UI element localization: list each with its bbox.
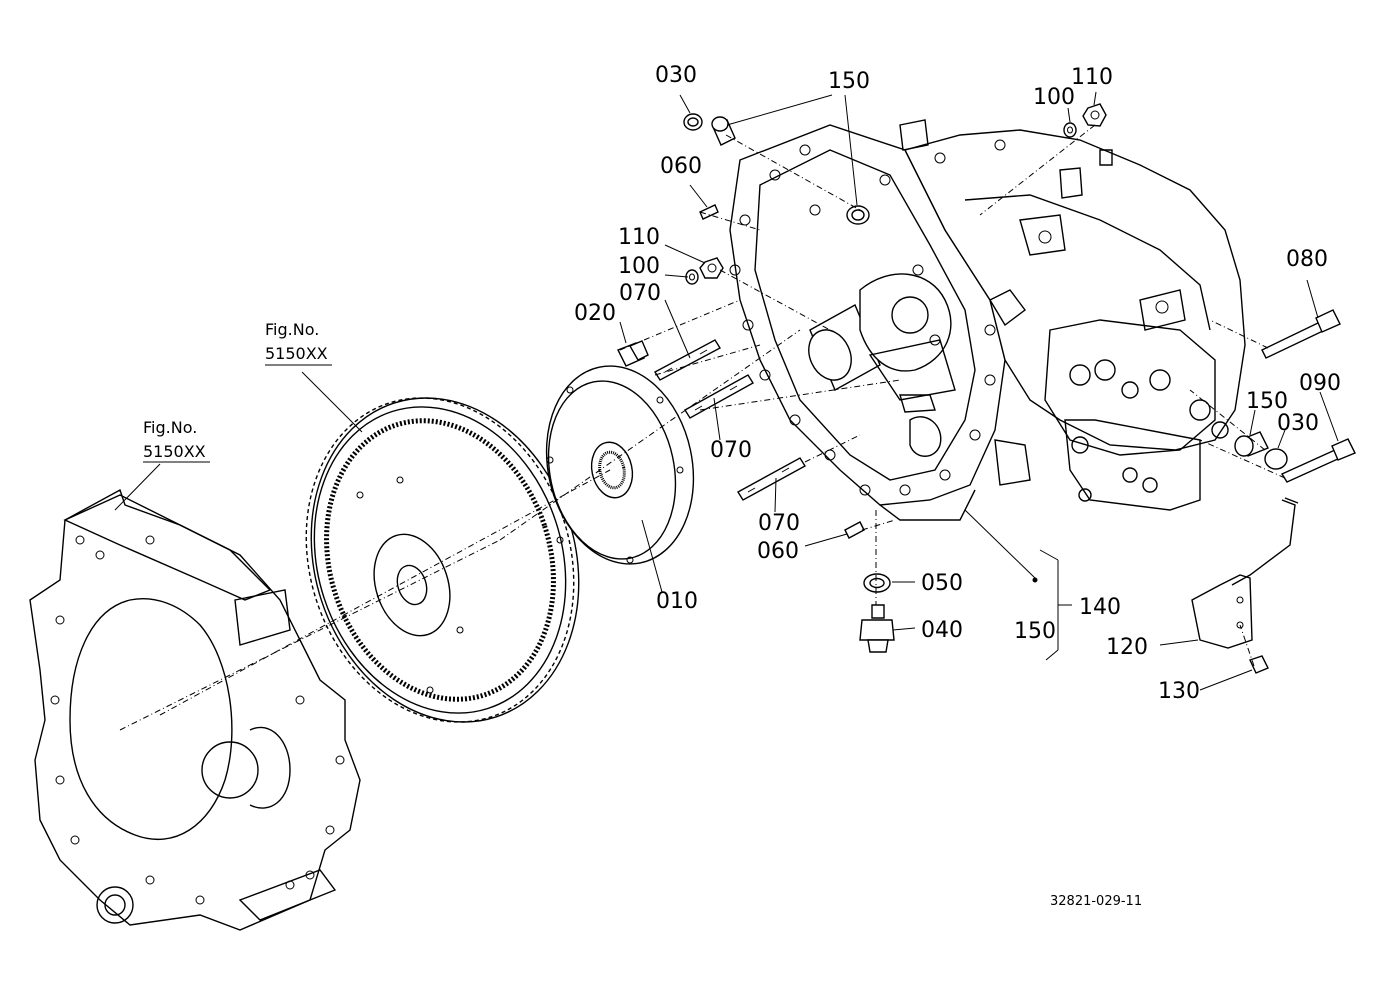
part-110-nut-upper — [1082, 103, 1107, 127]
label-130: 130 — [1158, 679, 1200, 704]
label-030-top: 030 — [655, 63, 697, 88]
transmission-case — [729, 119, 1246, 521]
clutch-disc — [545, 365, 695, 565]
part-030-plug-right — [1264, 448, 1288, 470]
leader-lines — [114, 91, 1339, 691]
part-070-stud-lower — [737, 457, 806, 501]
label-060-bottom: 060 — [757, 539, 799, 564]
drawing-number: 32821-029-11 — [1050, 894, 1142, 909]
label-070-middle: 070 — [710, 438, 752, 463]
figure-reference-flywheel: Fig.No. 5150XX — [265, 320, 332, 366]
part-110-nut-left — [699, 257, 724, 279]
label-060-top: 060 — [660, 154, 702, 179]
label-100-left: 100 — [618, 254, 660, 279]
label-050: 050 — [921, 571, 963, 596]
assembly-lines — [119, 124, 1286, 731]
part-060-pin-top — [699, 204, 719, 220]
label-040: 040 — [921, 618, 963, 643]
part-030-plug-top — [683, 113, 703, 131]
part-050-washer — [863, 573, 891, 593]
label-080: 080 — [1286, 247, 1328, 272]
label-070-lower: 070 — [758, 511, 800, 536]
label-120: 120 — [1106, 635, 1148, 660]
part-150-bush-right — [1234, 431, 1269, 457]
label-140: 140 — [1079, 595, 1121, 620]
part-020-plug — [617, 340, 649, 367]
fig-ref-number: 5150XX — [265, 344, 328, 363]
fig-ref-prefix: Fig.No. — [265, 320, 319, 339]
label-030-right: 030 — [1277, 411, 1319, 436]
part-070-stud-upper — [654, 339, 721, 381]
label-110-left: 110 — [618, 225, 660, 250]
part-150-bush-top — [711, 116, 736, 146]
label-150-group: 150 — [1014, 619, 1056, 644]
part-090-bolt — [1280, 438, 1356, 483]
label-020: 020 — [574, 301, 616, 326]
part-100-washer-upper — [1063, 122, 1077, 138]
label-070-upper: 070 — [619, 281, 661, 306]
label-150-right: 150 — [1246, 389, 1288, 414]
part-060-pin-bottom — [844, 521, 865, 539]
part-040-drain-plug — [859, 604, 895, 653]
part-130-bolt — [1249, 655, 1269, 674]
part-080-bolt — [1261, 309, 1341, 359]
label-100-top: 100 — [1033, 85, 1075, 110]
part-070-stud-middle — [684, 374, 754, 419]
label-150-top: 150 — [828, 69, 870, 94]
figure-reference-housing: Fig.No. 5150XX — [143, 418, 210, 463]
part-120-bracket — [1191, 497, 1299, 649]
label-110-top: 110 — [1071, 65, 1113, 90]
label-090: 090 — [1299, 371, 1341, 396]
part-labels: 030 150 100 110 060 110 100 080 020 070 … — [574, 63, 1341, 704]
fig-ref-prefix: Fig.No. — [143, 418, 197, 437]
part-100-washer-left — [685, 269, 699, 285]
fig-ref-number: 5150XX — [143, 442, 206, 461]
clutch-housing — [29, 488, 361, 931]
label-010: 010 — [656, 589, 698, 614]
